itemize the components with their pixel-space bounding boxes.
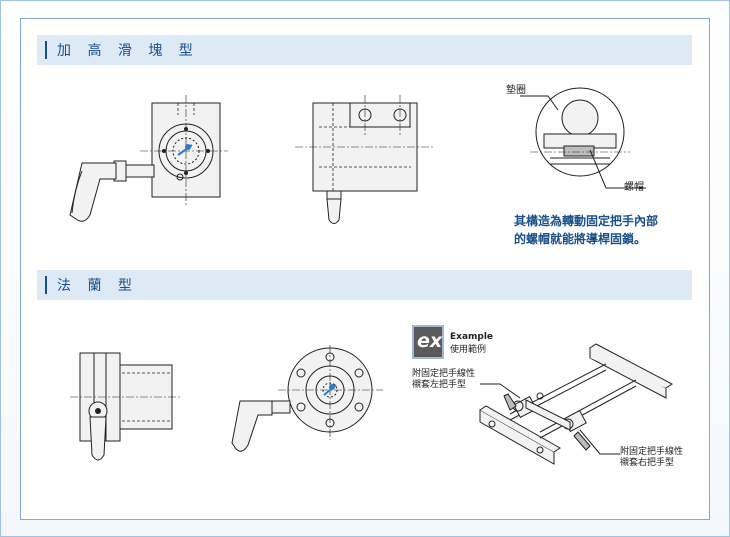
section-title-block: 加 高 滑 塊 型 [57,43,199,59]
example-title-zh: 使用範例 [450,345,487,355]
nut-leader-line [589,149,646,189]
example-title-en: Example [450,332,494,342]
right-handle-caption-line-2: 襯套右把手型 [620,458,675,468]
example-badge: ex [412,325,444,359]
section-marker [45,41,47,59]
left-caption-leader [480,383,521,399]
flange-front-view-drawing [231,345,383,452]
washer-label: 墊圈 [506,85,526,96]
example-assembly-drawing [479,343,673,465]
left-handle-caption-line-2: 襯套左把手型 [412,380,467,390]
structure-note-line-1: 其構造為轉動固定把手內部 [514,214,659,228]
block-side-view-drawing [295,95,435,224]
section-header-block: 加 高 滑 塊 型 [37,35,692,65]
washer-nut-detail-drawing [530,87,630,177]
right-handle-caption-line-1: 附固定把手線性 [620,447,684,457]
structure-note-line-2: 的螺帽就能將導桿固鎖。 [514,232,647,246]
flange-side-view-drawing [70,352,180,461]
right-caption-leader [579,429,620,455]
washer-leader-line [520,95,559,111]
section-title-flange: 法 蘭 型 [57,278,138,294]
example-badge-text: ex [417,330,443,352]
section-header-flange: 法 蘭 型 [37,270,692,300]
section-marker [45,276,47,294]
block-front-view-drawing [69,95,228,222]
left-handle-caption-line-1: 附固定把手線性 [412,369,476,379]
